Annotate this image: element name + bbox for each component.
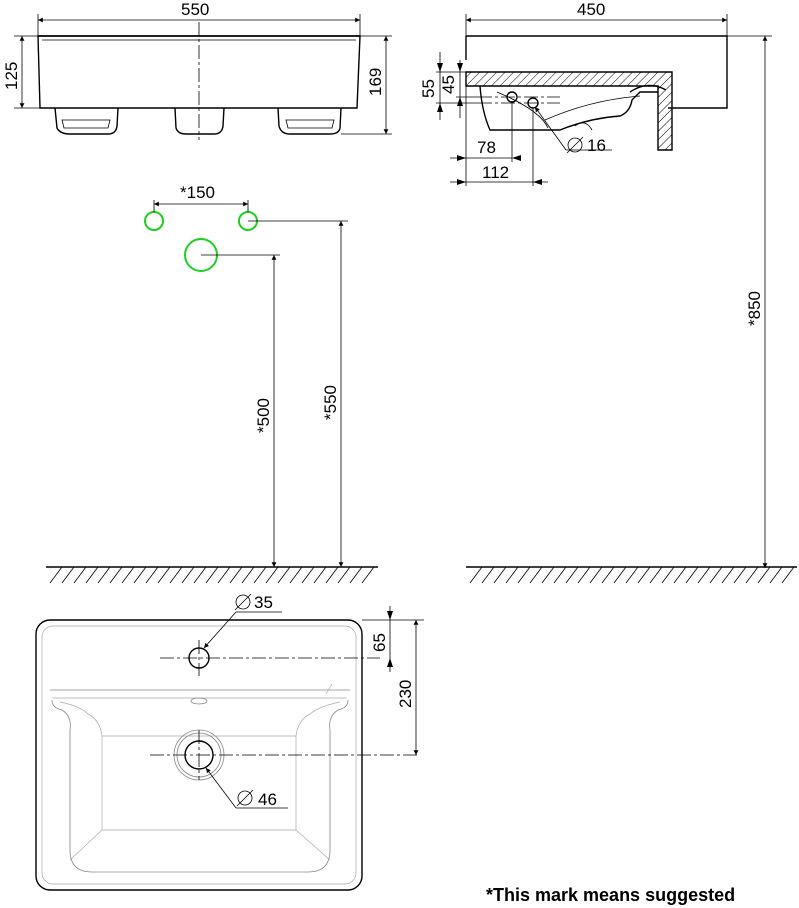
overflow-slot	[190, 697, 208, 705]
diameter-icon	[567, 137, 583, 153]
dim-side-d16: 16	[587, 136, 606, 155]
dim-front-height-outer: 125	[2, 62, 21, 90]
dim-top-d35: 35	[254, 593, 273, 612]
diameter-icon	[237, 790, 253, 806]
dim-side-112: 112	[482, 163, 509, 182]
top-view: 35 46 65 230	[35, 593, 424, 891]
dim-wall-500: *500	[254, 398, 273, 433]
front-foot-right	[277, 107, 342, 135]
floor-left	[46, 566, 378, 584]
dim-side-width: 450	[577, 0, 605, 19]
dim-top-230: 230	[396, 680, 415, 708]
side-view: 450 55 45 78 112 16 *850	[419, 0, 772, 568]
side-basin-outline	[466, 35, 728, 109]
dim-front-width: 550	[181, 0, 209, 19]
dim-side-850: *850	[745, 291, 764, 326]
top-bowl-outer	[51, 699, 349, 873]
dim-wall-550: *550	[321, 385, 340, 420]
water-inlet-left	[144, 211, 164, 231]
side-bowl-profile	[479, 85, 658, 131]
dim-top-d46: 46	[258, 790, 277, 809]
dim-wall-150: *150	[180, 183, 215, 202]
dim-front-height-total: 169	[366, 68, 385, 96]
dim-side-55: 55	[419, 79, 438, 98]
dim-side-45: 45	[439, 75, 458, 94]
front-view: 550 125 169	[2, 0, 392, 140]
diameter-icon	[235, 594, 251, 610]
wall-connections: *150 *550 *500	[144, 183, 348, 567]
front-foot-left	[54, 107, 119, 135]
floor-right	[466, 566, 797, 584]
dim-side-78: 78	[477, 138, 496, 157]
front-foot-center	[174, 107, 225, 135]
footnote: *This mark means suggested	[486, 885, 735, 905]
dim-top-65: 65	[370, 633, 389, 652]
